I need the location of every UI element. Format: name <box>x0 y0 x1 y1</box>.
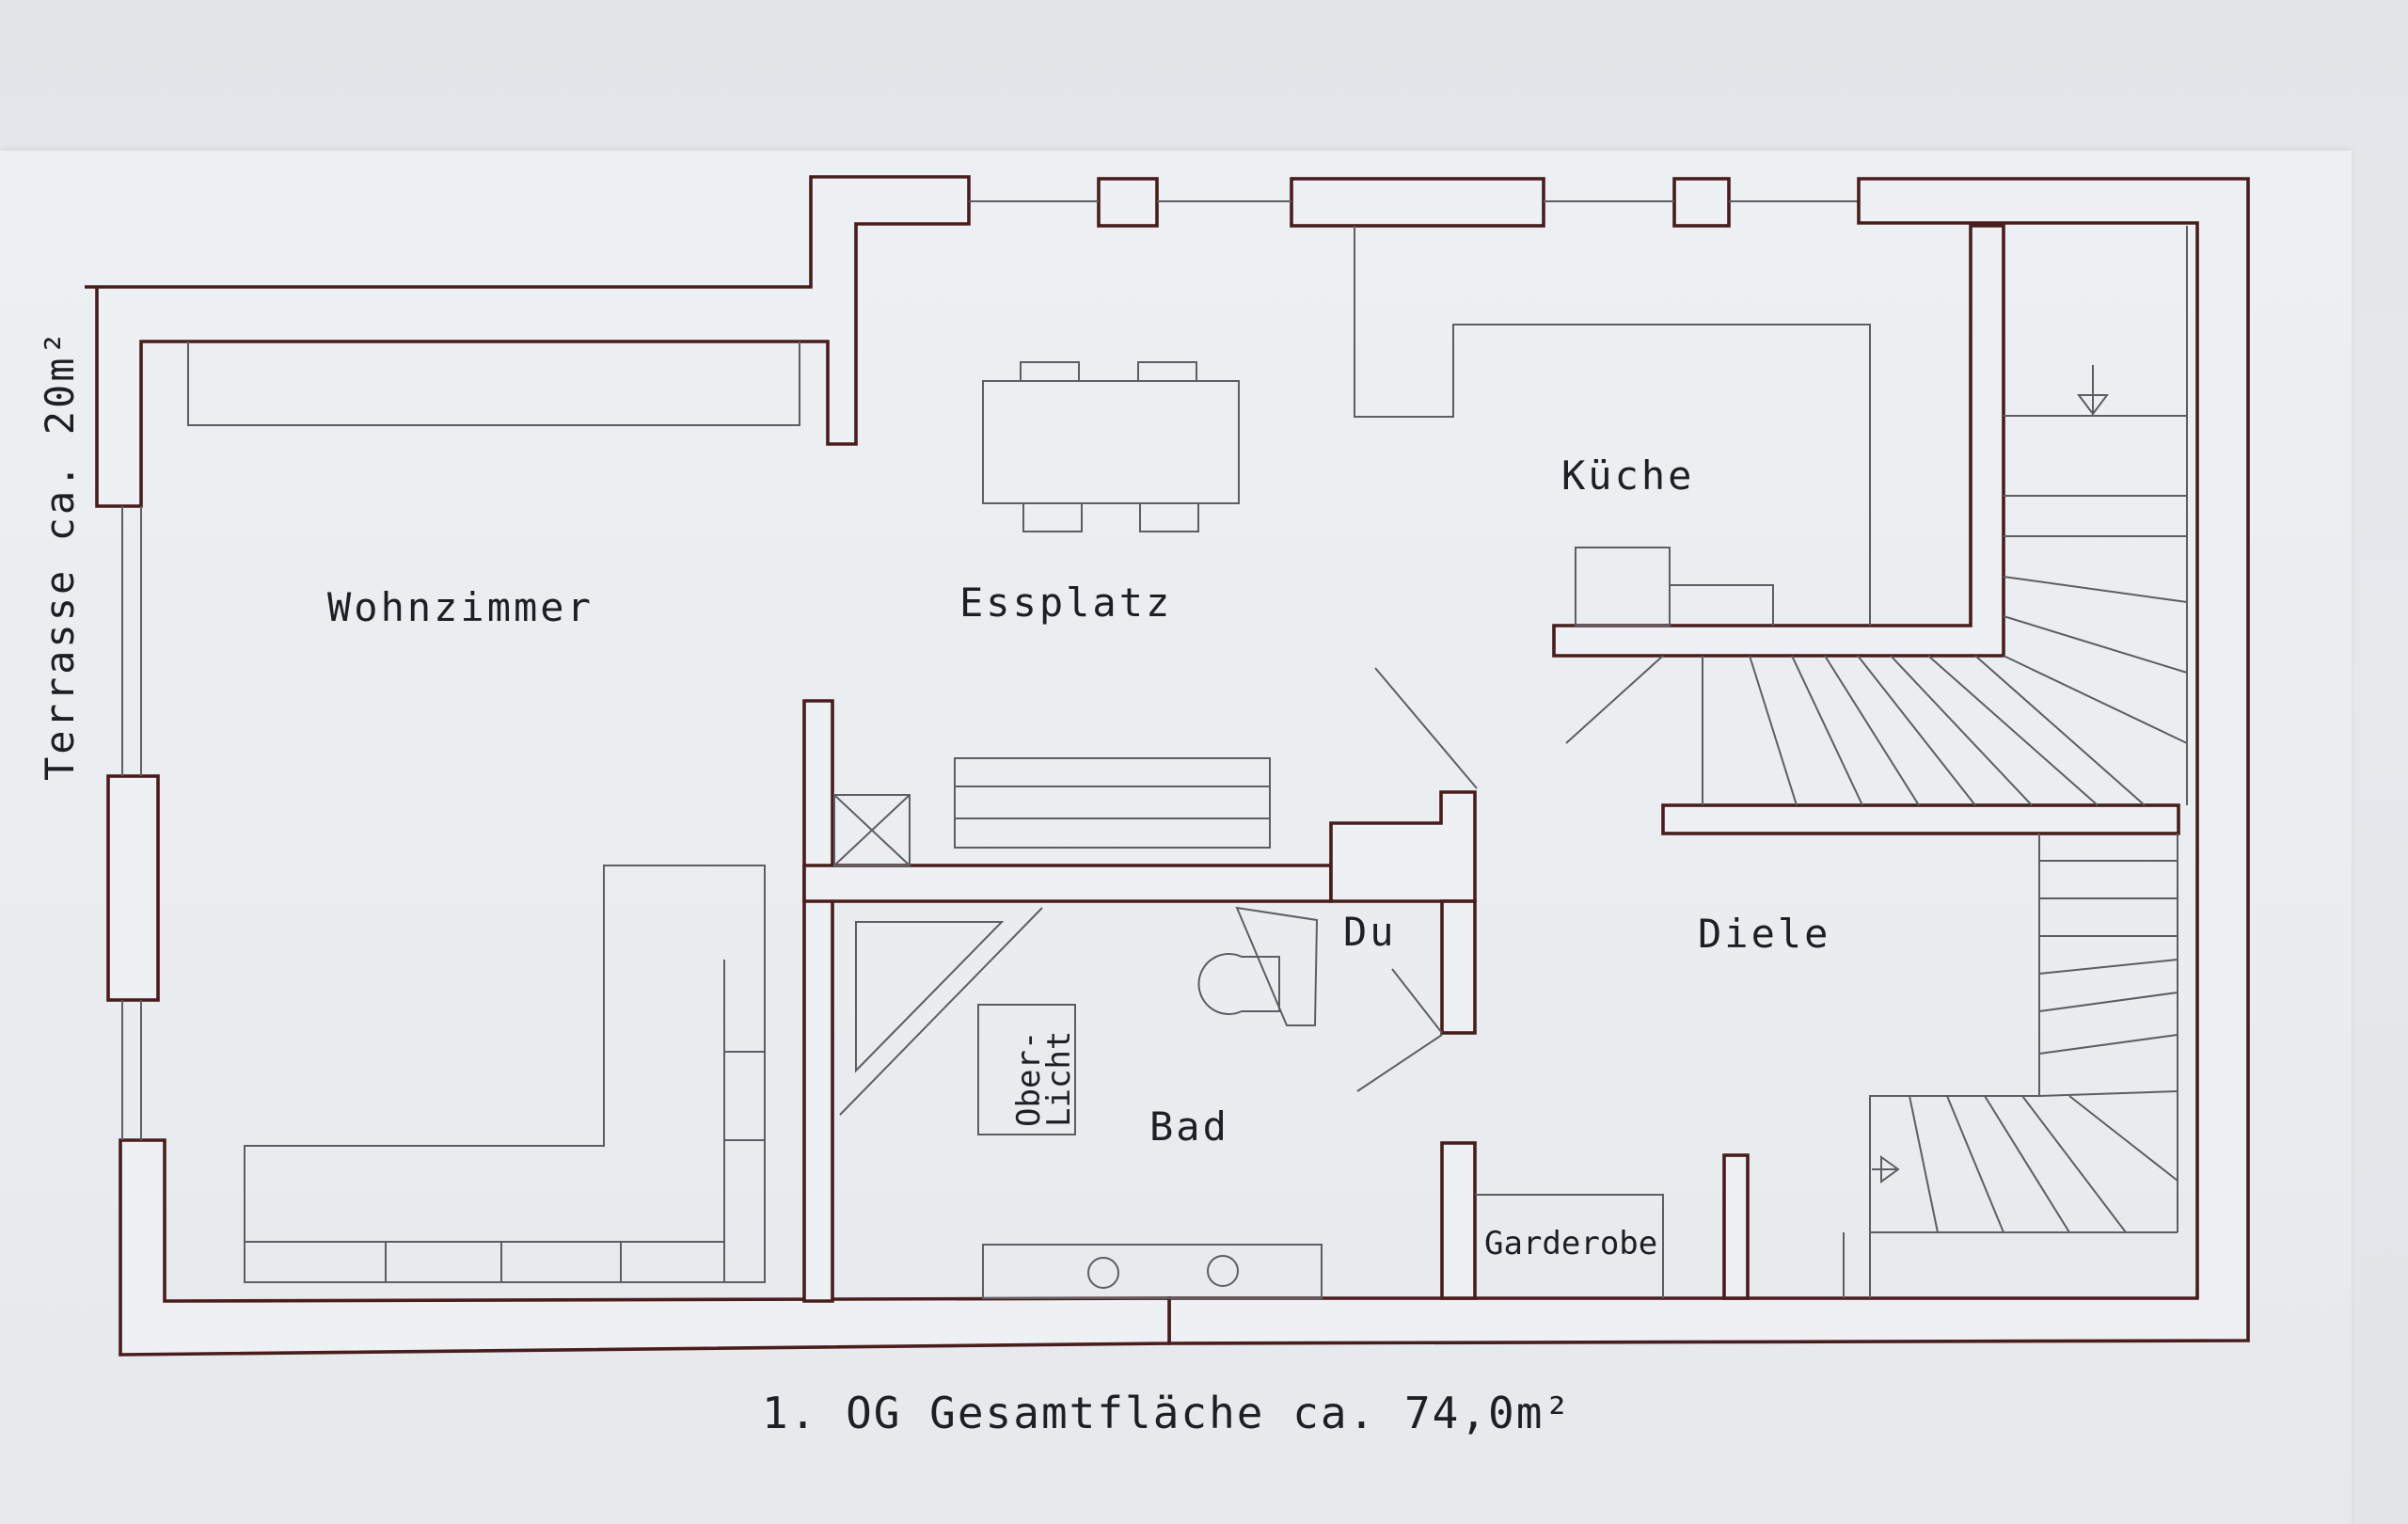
stair-l-5 <box>2038 992 2178 1012</box>
interior-walls <box>802 224 2180 1303</box>
door-swing-kitchen <box>1565 655 1664 744</box>
wall-du <box>1440 899 1477 1035</box>
kitchen-cabinet <box>1670 584 1774 626</box>
label-kueche: Küche <box>1561 452 1694 499</box>
stair-tread-9 <box>1857 655 1976 806</box>
wall-garderobe-east <box>1722 1153 1750 1300</box>
label-diele: Diele <box>1698 911 1830 957</box>
stair-tread-12 <box>1749 655 1798 806</box>
stair-l-9 <box>2021 1095 2127 1233</box>
chair-1 <box>1020 361 1080 382</box>
stair-arrow-bottom <box>1880 1155 1900 1183</box>
door-swing-bad <box>1356 1034 1443 1092</box>
dining-table <box>982 380 1240 504</box>
sink-1 <box>1087 1257 1119 1289</box>
toilet <box>1197 953 1280 1015</box>
window-pillar-2 <box>1290 177 1545 228</box>
window-left <box>106 774 160 1002</box>
wall-stair-landing <box>1661 803 2180 835</box>
stair-l-12 <box>1909 1095 1939 1233</box>
wall-right-and-bottom <box>1167 177 2250 1345</box>
window-pillar-1 <box>1097 177 1159 228</box>
stair-tread-6 <box>1974 655 2146 806</box>
garderobe-cabinet <box>1475 1194 1664 1298</box>
window-pillar-3 <box>1672 177 1731 228</box>
stair-tread-10 <box>1824 655 1920 806</box>
stair-l-10 <box>1984 1095 2070 1233</box>
door-swing-essplatz <box>1374 667 1478 789</box>
stair-l-6 <box>2038 1034 2178 1055</box>
stair-l-8 <box>2068 1095 2178 1182</box>
chair-3 <box>1022 502 1083 532</box>
label-oberlicht-line2: Licht <box>1040 1031 1078 1127</box>
wall-bath-north <box>802 864 1333 903</box>
shower-door <box>1235 906 1319 1026</box>
stair-tread-4 <box>2003 615 2188 674</box>
stair-tread-8 <box>1890 655 2033 806</box>
labels: Wohnzimmer Essplatz Küche Diele Bad Du G… <box>37 328 1830 1438</box>
furniture <box>187 226 1871 1299</box>
stair-l-11 <box>1946 1095 2004 1233</box>
label-oberlicht: Ober- Licht <box>1010 1031 1078 1127</box>
chair-2 <box>1137 361 1197 382</box>
label-du: Du <box>1343 909 1397 955</box>
stair-lower-stringer <box>1869 833 2040 1298</box>
label-terrasse-text: Terrasse ca. 20m² <box>37 328 83 781</box>
shelf-unit <box>954 757 1271 849</box>
shaft-cross-2 <box>833 794 911 866</box>
label-terrasse: Terrasse ca. 20m² <box>37 328 83 781</box>
stair-tread-3 <box>2003 576 2188 603</box>
stair-tread-5 <box>2003 655 2188 744</box>
plan-caption: 1. OG Gesamtfläche ca. 74,0m² <box>762 1388 1572 1438</box>
stair-l-7 <box>2038 1090 2178 1097</box>
sideboard <box>187 341 800 426</box>
label-bad: Bad <box>1149 1103 1229 1150</box>
sink-2 <box>1207 1255 1239 1287</box>
label-garderobe: Garderobe <box>1484 1225 1657 1262</box>
sofa <box>244 865 766 1283</box>
shaft-box <box>833 794 911 866</box>
wall-bath-west <box>802 699 834 1303</box>
kitchen-stove <box>1575 547 1671 627</box>
label-essplatz: Essplatz <box>959 579 1172 626</box>
corner-tub <box>855 921 1005 1073</box>
stair-l-4 <box>2038 959 2178 975</box>
paper-sheet <box>0 151 2352 1524</box>
wall-top-left <box>85 175 971 508</box>
tub-edge <box>839 907 1043 1116</box>
outer-walls <box>85 175 2250 1357</box>
wall-kitchen-south <box>1552 224 2005 658</box>
chair-4 <box>1139 502 1199 532</box>
vanity <box>982 1244 1323 1299</box>
wall-shower <box>1329 790 1477 903</box>
staircase <box>1702 226 2188 1298</box>
stair-tread-7 <box>1927 655 2099 806</box>
label-oberlicht-line1: Ober- <box>1010 1031 1048 1127</box>
sofa-back <box>603 865 766 1282</box>
stair-tread-11 <box>1791 655 1863 806</box>
wall-bottom-left <box>119 1138 1171 1357</box>
wall-garderobe-west <box>1440 1141 1477 1300</box>
kitchen-counter <box>1354 226 1871 626</box>
door-swing-du <box>1391 968 1443 1034</box>
skylight-box <box>977 1004 1076 1135</box>
label-wohnzimmer: Wohnzimmer <box>327 584 594 630</box>
stair-arrow-top <box>2077 394 2109 416</box>
